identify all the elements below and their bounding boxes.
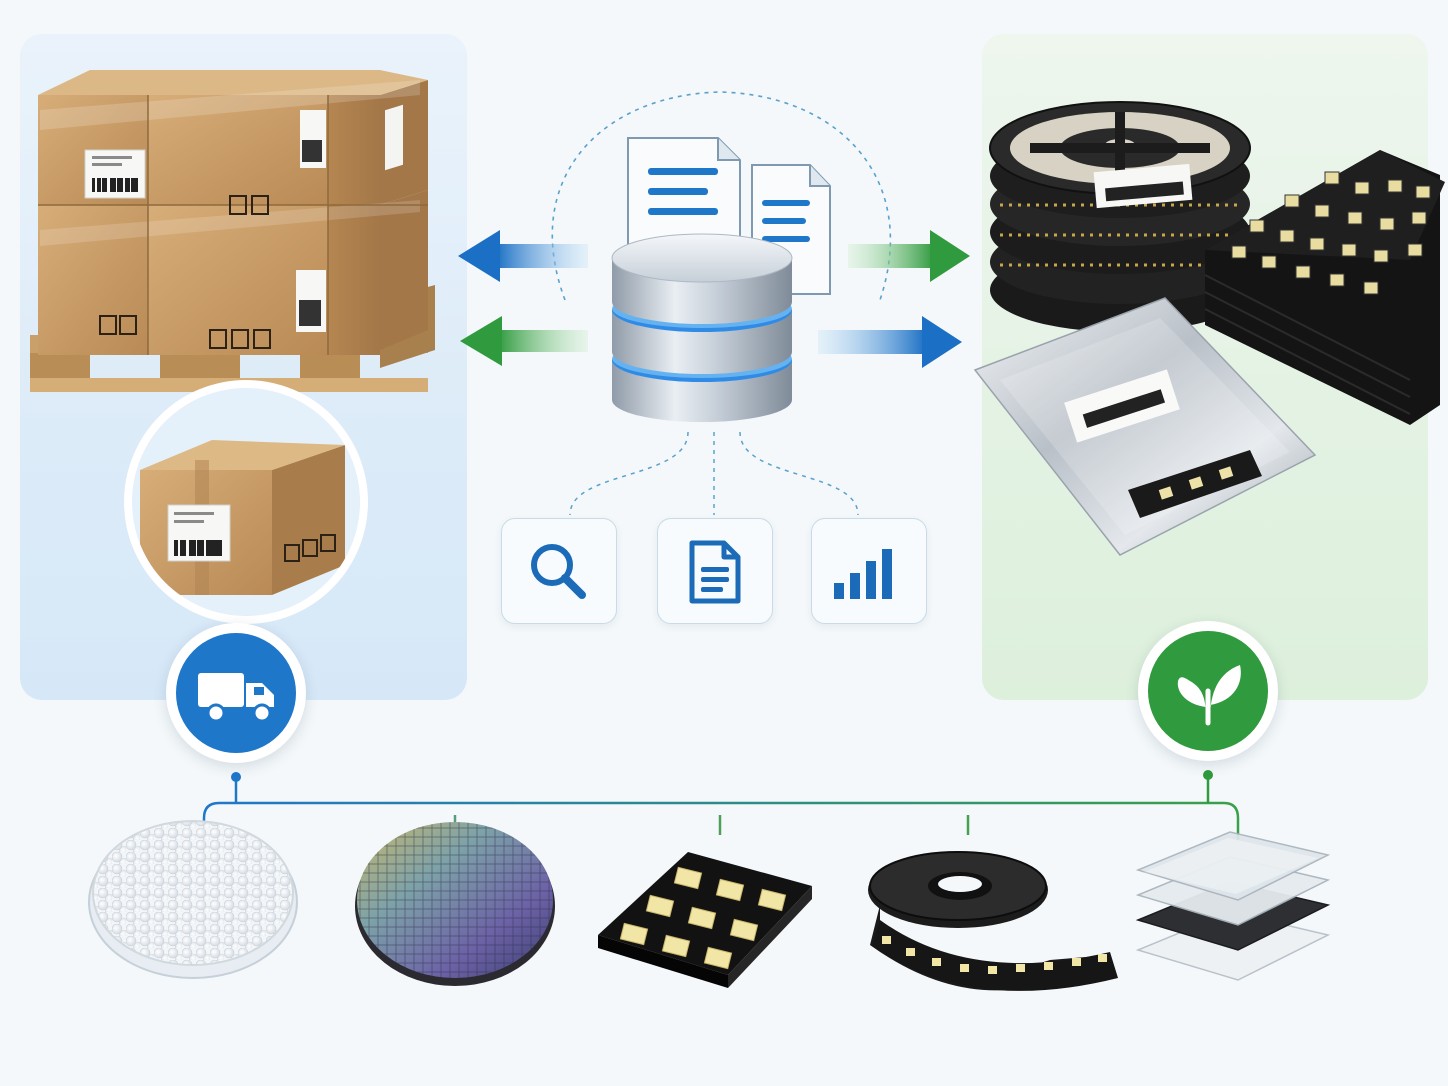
analytics-tool-tile[interactable] bbox=[811, 518, 927, 624]
led-chip-array-image bbox=[598, 852, 812, 988]
tool-connectors bbox=[569, 431, 859, 516]
raw-pellets-image bbox=[88, 820, 298, 979]
arrow-to-outbound-green bbox=[848, 230, 970, 282]
silicon-wafer-image bbox=[355, 822, 555, 986]
sustainability-badge bbox=[1138, 621, 1278, 761]
tape-reels-image bbox=[989, 101, 1251, 332]
led-tape-reel-image bbox=[868, 851, 1118, 991]
film-layers-image bbox=[1135, 831, 1331, 981]
arrow-to-outbound-blue bbox=[818, 316, 962, 368]
bar-chart-icon bbox=[834, 549, 892, 599]
database-icon bbox=[611, 233, 793, 422]
arrow-to-inbound-green bbox=[460, 316, 588, 366]
process-timeline bbox=[202, 770, 1240, 840]
tray-pockets bbox=[1231, 171, 1431, 295]
document-icon bbox=[689, 540, 741, 604]
single-box-badge bbox=[124, 380, 368, 624]
search-tool-tile[interactable] bbox=[501, 518, 617, 624]
antistatic-bag-image bbox=[973, 297, 1317, 556]
arrow-to-inbound-blue bbox=[458, 230, 588, 282]
leaf-icon bbox=[1177, 665, 1241, 726]
pallet-of-boxes-image bbox=[30, 70, 435, 392]
truck-icon bbox=[198, 673, 274, 723]
transport-badge bbox=[166, 623, 306, 763]
tray-stack-image bbox=[1204, 150, 1445, 425]
search-icon bbox=[531, 544, 586, 599]
report-tool-tile[interactable] bbox=[657, 518, 773, 624]
